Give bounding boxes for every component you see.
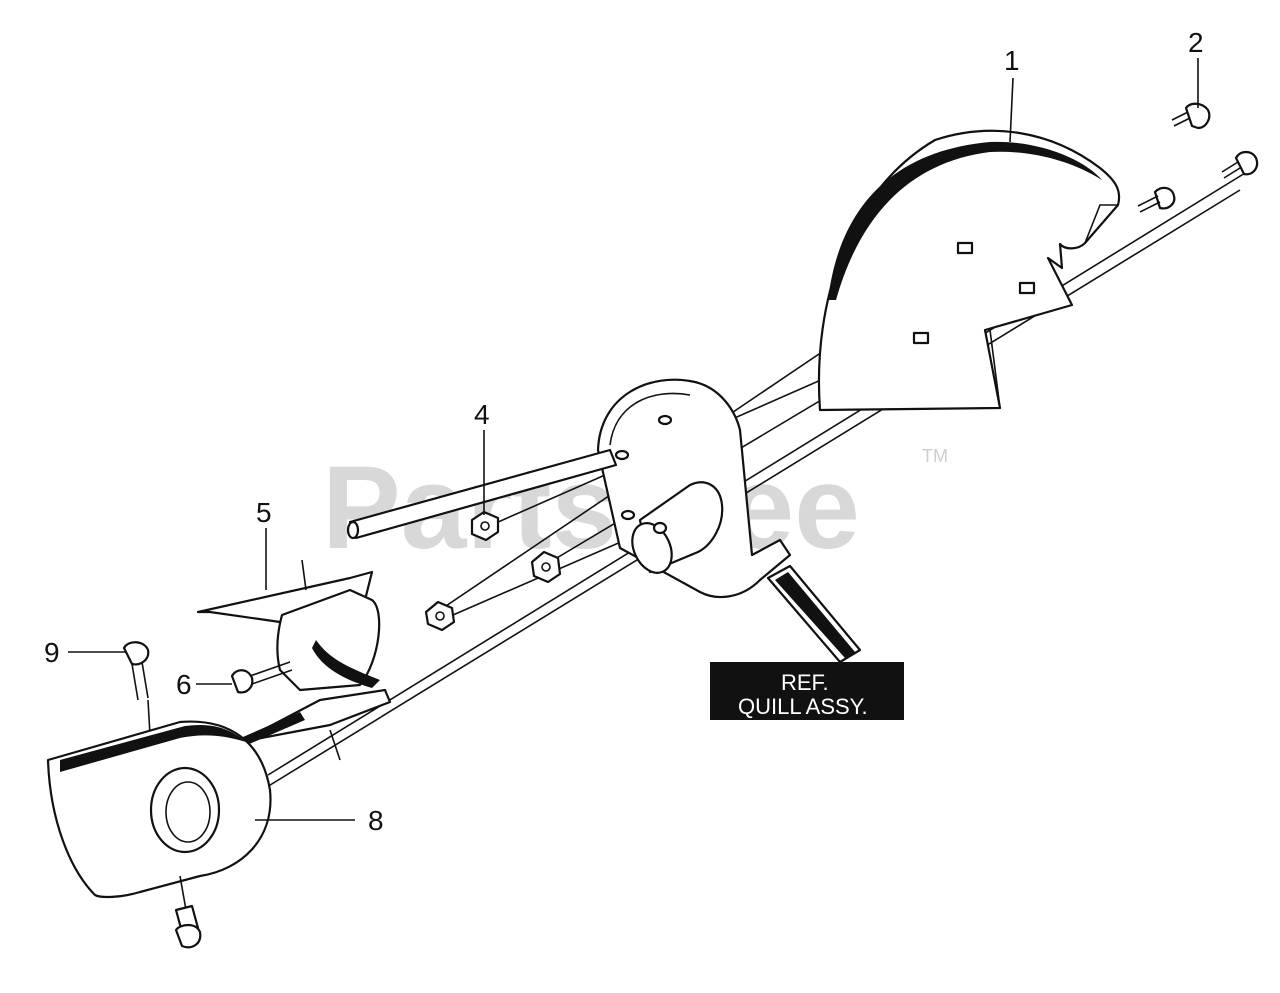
rod-mid [261, 189, 1241, 791]
bolt-9-icon [122, 641, 150, 666]
bolt-6-icon [230, 669, 254, 694]
nut-4-icon [470, 510, 500, 542]
quill-cylinder [631, 481, 724, 574]
shroud-slot-3 [912, 331, 930, 345]
bolt-9 [122, 641, 151, 736]
nut-icon-2 [424, 600, 456, 632]
bolt-icon [1234, 150, 1259, 176]
lower-bracket [196, 559, 392, 761]
housing-bore [149, 766, 221, 854]
leader-lines [68, 58, 1199, 821]
tube [346, 448, 618, 540]
bolts-upper-right [1137, 102, 1259, 213]
shroud-slot-2 [1018, 281, 1036, 295]
bolt-bottom-icon [174, 923, 202, 949]
ref-box [710, 662, 904, 720]
callout-4: 4 [474, 399, 490, 430]
reference-callout: REF. QUILL ASSY. [710, 564, 904, 720]
watermark-trademark: TM [922, 446, 948, 466]
callout-8: 8 [368, 805, 384, 836]
callout-9: 9 [44, 637, 60, 668]
rod-upper [267, 169, 1251, 776]
leader-1 [1009, 77, 1014, 143]
shroud-slot-1 [956, 241, 974, 255]
bolt-6 [230, 661, 293, 694]
ref-line-1: REF. [781, 670, 829, 695]
bolt-2-icon [1184, 102, 1211, 130]
shroud-upper [817, 129, 1121, 412]
callout-5: 5 [256, 497, 272, 528]
bolt-bottom [174, 875, 202, 949]
nut-icon [530, 550, 562, 584]
callout-labels: 1 2 4 5 6 8 9 [44, 27, 1204, 836]
quill-nut-icon [652, 521, 668, 535]
callout-1: 1 [1004, 45, 1020, 76]
nut-upper-icon [1153, 186, 1176, 210]
ref-line-2: QUILL ASSY. [738, 694, 868, 719]
callout-6: 6 [176, 669, 192, 700]
lower-housing [46, 720, 272, 899]
nuts [424, 510, 562, 632]
callout-2: 2 [1188, 27, 1204, 58]
